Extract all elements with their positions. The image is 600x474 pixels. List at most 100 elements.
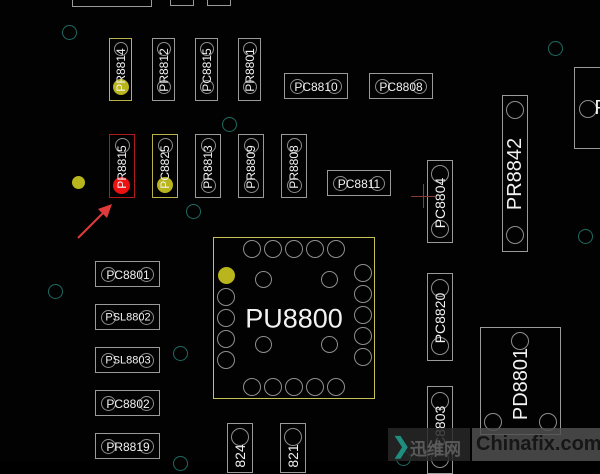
pad xyxy=(287,138,302,153)
pad xyxy=(431,165,449,183)
pad xyxy=(101,439,116,454)
ic-pad xyxy=(354,306,372,324)
component-partial-top-left[interactable] xyxy=(72,0,152,7)
pad xyxy=(114,42,128,56)
pad xyxy=(506,101,524,119)
component-pr8842[interactable]: PR8842 xyxy=(502,95,528,252)
component-label: PC8808 xyxy=(379,80,423,94)
pad xyxy=(287,178,302,193)
ic-pad xyxy=(264,240,282,258)
component-pr8814[interactable]: PR8814 xyxy=(109,38,132,101)
pad xyxy=(200,80,214,94)
component-pr8815-highlighted[interactable]: PR8815 xyxy=(109,134,135,198)
pad xyxy=(511,332,529,350)
ic-pad xyxy=(306,240,324,258)
pad xyxy=(243,42,257,56)
pad xyxy=(244,178,259,193)
pad xyxy=(579,100,597,118)
component-label: PC8811 xyxy=(337,177,381,191)
component-pc8825[interactable]: PC8825 xyxy=(152,134,178,198)
pad xyxy=(431,392,449,410)
arrow-shaft xyxy=(77,209,107,239)
component-psl8802[interactable]: PSL8802 xyxy=(95,304,160,330)
component-label: PC8804 xyxy=(432,177,448,229)
component-label: PC8820 xyxy=(432,292,448,344)
component-label: PC8802 xyxy=(106,397,150,411)
via xyxy=(173,456,188,471)
pad xyxy=(101,310,116,325)
component-label: PR8801 xyxy=(243,48,257,92)
pad xyxy=(327,79,342,94)
pad xyxy=(157,42,171,56)
ic-pad xyxy=(285,378,303,396)
component-pc8815[interactable]: PC8815 xyxy=(195,38,218,101)
component-label: PC8801 xyxy=(106,268,150,282)
component-pc8804[interactable]: PC8804 xyxy=(427,160,453,243)
component-pr8812[interactable]: PR8812 xyxy=(152,38,175,101)
pad xyxy=(431,337,449,355)
pad xyxy=(243,80,257,94)
watermark: ❯ 迅维网 Chinafix.com xyxy=(388,428,600,461)
watermark-en-text: Chinafix.com xyxy=(476,433,600,455)
pad xyxy=(244,138,259,153)
component-pc8811[interactable]: PC8811 xyxy=(327,170,391,196)
component-partial-top-mid2[interactable] xyxy=(207,0,231,6)
chevron-right-icon: ❯ xyxy=(392,433,411,458)
component-pr8801[interactable]: PR8801 xyxy=(238,38,261,101)
ic-pad xyxy=(243,378,261,396)
pin1-marker-pad xyxy=(157,177,173,193)
component-pd8801[interactable]: PD8801 xyxy=(480,327,561,435)
component-pc8820[interactable]: PC8820 xyxy=(427,273,453,361)
component-partial-821[interactable]: 821 xyxy=(280,423,306,473)
ic-pad xyxy=(327,240,345,258)
pad xyxy=(231,428,249,446)
watermark-cn-block: ❯ 迅维网 xyxy=(388,428,470,461)
pad xyxy=(158,138,173,153)
component-pr8809[interactable]: PR8809 xyxy=(238,134,264,198)
ic-pad xyxy=(217,351,235,369)
pad xyxy=(370,176,385,191)
pad xyxy=(284,428,302,446)
pad xyxy=(375,79,390,94)
component-label: PSL8803 xyxy=(105,354,151,367)
component-label: PR8814 xyxy=(114,48,128,92)
arrow-head xyxy=(98,204,112,218)
ic-pad xyxy=(354,348,372,366)
pad xyxy=(101,267,116,282)
component-label: PR8819 xyxy=(106,440,150,454)
component-label: P xyxy=(594,98,600,118)
component-pc8802[interactable]: PC8802 xyxy=(95,390,160,416)
component-pr8819[interactable]: PR8819 xyxy=(95,433,160,459)
component-pc8808[interactable]: PC8808 xyxy=(369,73,433,99)
component-label: PR8809 xyxy=(244,145,258,189)
component-pc8810[interactable]: PC8810 xyxy=(284,73,348,99)
component-partial-top-mid1[interactable] xyxy=(170,0,194,6)
component-label: PSL8802 xyxy=(105,311,151,324)
component-label: PC8815 xyxy=(200,48,214,92)
component-pu8800-ic[interactable]: PU8800 xyxy=(213,237,375,399)
ic-pad xyxy=(285,240,303,258)
highlighted-pad[interactable] xyxy=(113,177,130,194)
pad xyxy=(506,226,524,244)
component-pc8801[interactable]: PC8801 xyxy=(95,261,160,287)
component-label: PR8842 xyxy=(504,137,526,211)
watermark-cn-text: 迅维网 xyxy=(410,440,461,459)
pin1-marker-pad xyxy=(113,79,129,95)
ic-pad xyxy=(255,271,272,288)
component-psl8803[interactable]: PSL8803 xyxy=(95,347,160,373)
ic-pad xyxy=(217,288,235,306)
component-pr8813[interactable]: PR8813 xyxy=(195,134,221,198)
component-label: PR8812 xyxy=(157,48,171,92)
via xyxy=(48,284,63,299)
via xyxy=(186,204,201,219)
via xyxy=(222,117,237,132)
annotation-arrow-icon xyxy=(77,204,112,239)
component-pr8808[interactable]: PR8808 xyxy=(281,134,307,198)
ic-pad xyxy=(264,378,282,396)
component-partial-824[interactable]: 824 xyxy=(227,423,253,473)
pad xyxy=(139,439,154,454)
component-label: PU8800 xyxy=(245,303,343,334)
component-label: 821 xyxy=(285,444,301,468)
component-partial-right[interactable]: P xyxy=(574,67,600,149)
